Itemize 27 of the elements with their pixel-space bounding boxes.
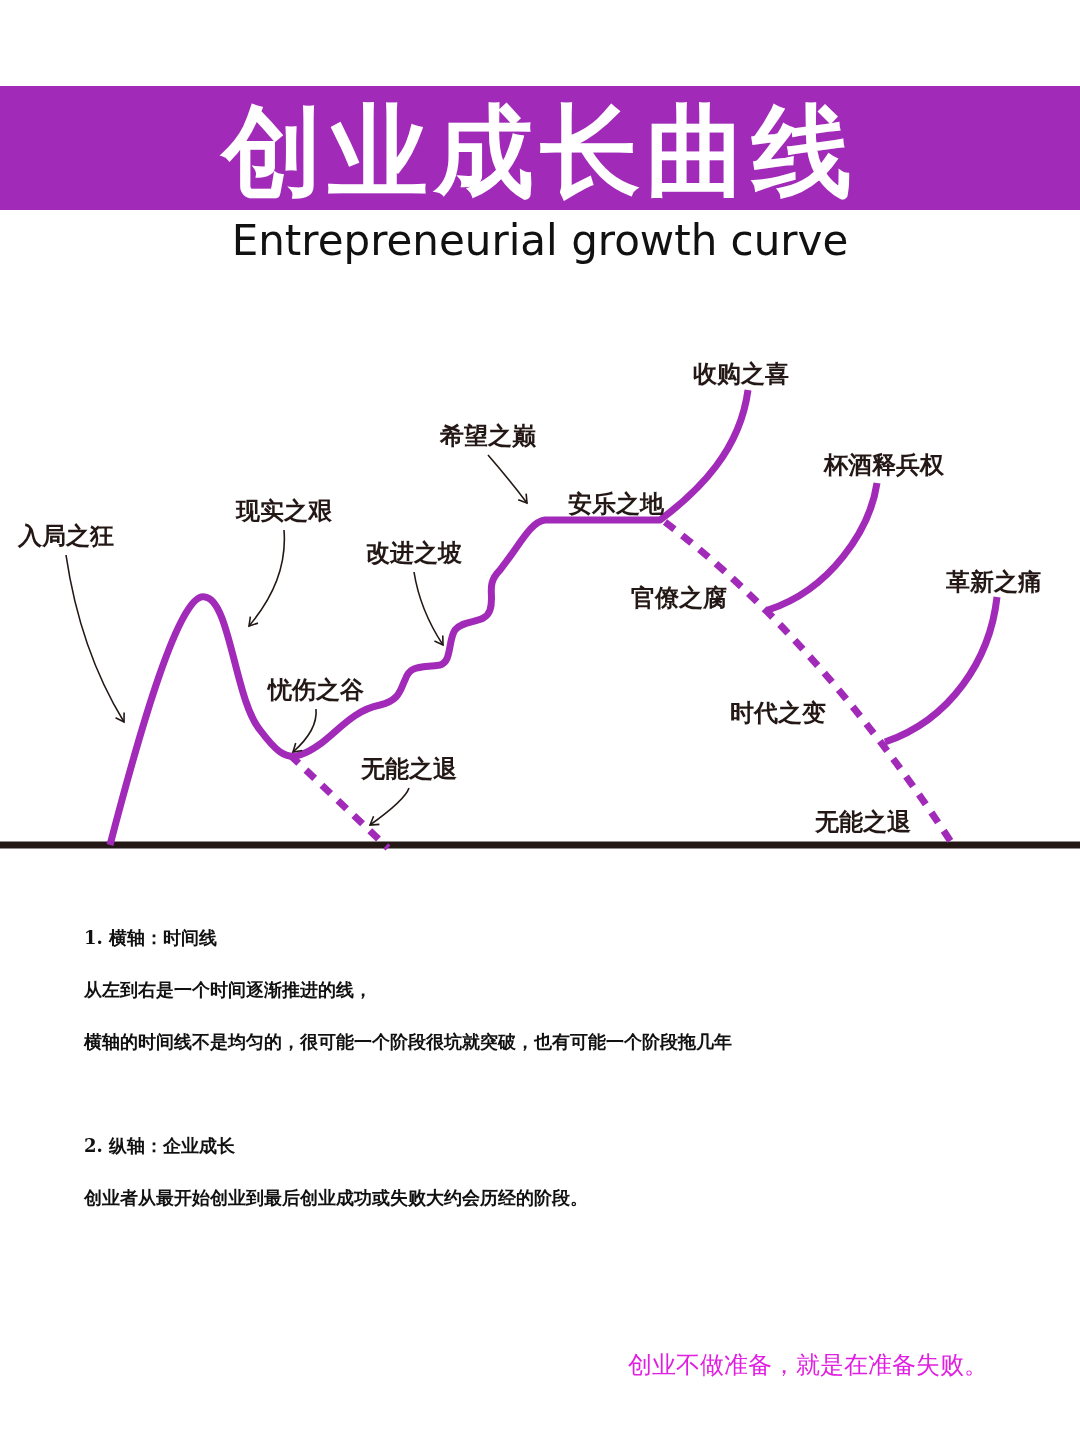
stage-label: 收购之喜 xyxy=(693,359,789,390)
leader-line xyxy=(487,454,528,504)
stage-label: 杯酒释兵权 xyxy=(824,450,944,481)
axis-note-heading: 1. 横轴：时间线 xyxy=(84,926,218,950)
stage-label: 希望之巅 xyxy=(440,420,536,452)
slogan-text: 创业不做准备，就是在准备失败。 xyxy=(628,1350,988,1381)
leader-line xyxy=(369,787,410,826)
axis-note-heading: 2. 纵轴：企业成长 xyxy=(84,1134,236,1158)
stage-label: 时代之变 xyxy=(730,698,826,729)
note-text: 创业者从最开始创业到最后创业成功或失败大约会历经的阶段。 xyxy=(84,1186,588,1210)
leader-line xyxy=(65,554,126,723)
leader-line xyxy=(413,571,444,646)
leader-line xyxy=(292,708,317,753)
leader-line xyxy=(248,529,286,627)
stage-label: 入局之狂 xyxy=(18,520,114,552)
stage-label: 无能之退 xyxy=(815,807,911,838)
subtitle: Entrepreneurial growth curve xyxy=(230,216,850,265)
stage-label: 无能之退 xyxy=(361,753,457,785)
stage-label: 革新之痛 xyxy=(946,567,1042,598)
stage-label: 官僚之腐 xyxy=(631,583,727,614)
stage-label: 忧伤之谷 xyxy=(268,674,364,706)
stage-label: 现实之艰 xyxy=(236,495,332,527)
note-text: 横轴的时间线不是均匀的，很可能一个阶段很坑就突破，也有可能一个阶段拖几年 xyxy=(84,1030,732,1054)
note-text: 从左到右是一个时间逐渐推进的线， xyxy=(84,978,372,1002)
title: 创业成长曲线 xyxy=(219,92,859,210)
stage-label: 改进之坡 xyxy=(366,537,462,569)
stage-label: 安乐之地 xyxy=(568,489,664,520)
